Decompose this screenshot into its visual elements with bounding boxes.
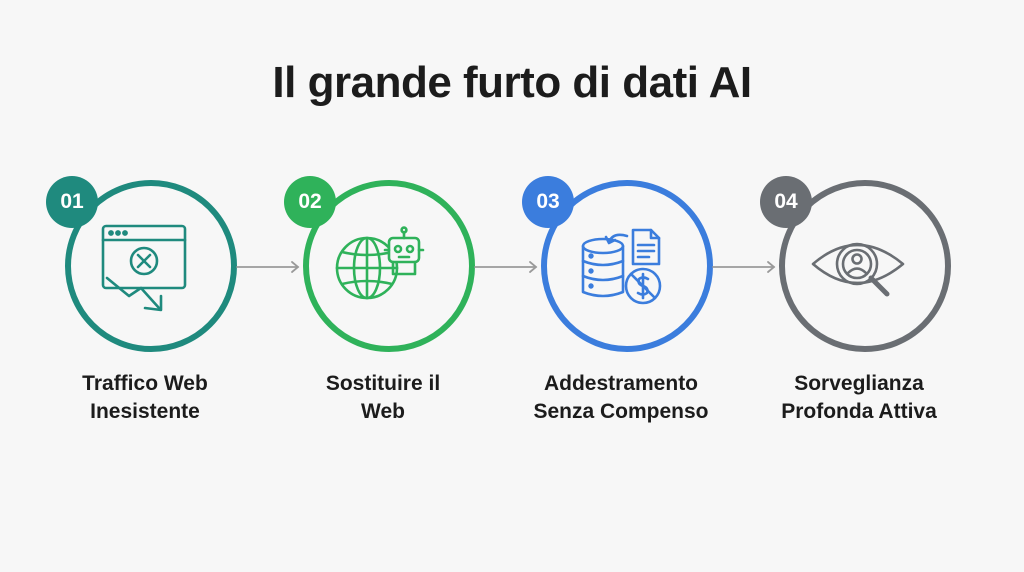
step-3-badge: 03	[522, 176, 574, 228]
arrow-3-4	[712, 261, 776, 273]
page-title: Il grande furto di dati AI	[272, 58, 752, 107]
step-4-label: Sorveglianza Profonda Attiva	[744, 370, 974, 426]
step-1-label-line2: Inesistente	[90, 400, 200, 423]
arrow-1-2	[236, 261, 300, 273]
arrow-2-3	[474, 261, 538, 273]
step-2-label: Sostituire il Web	[268, 370, 498, 426]
step-1-label-line1: Traffico Web	[82, 372, 208, 395]
step-4-label-line1: Sorveglianza	[794, 372, 924, 395]
step-2-ring	[303, 180, 475, 352]
database-no-payment-icon	[581, 228, 662, 305]
step-4-badge: 04	[760, 176, 812, 228]
step-1-badge: 01	[46, 176, 98, 228]
step-2-badge: 02	[284, 176, 336, 228]
step-2-label-line2: Web	[361, 400, 405, 423]
step-3-label-line2: Senza Compenso	[533, 400, 709, 423]
step-4-label-line2: Profonda Attiva	[781, 400, 937, 423]
eye-surveillance-icon	[811, 242, 905, 297]
globe-robot-icon	[335, 226, 425, 300]
step-1-label: Traffico Web Inesistente	[30, 370, 260, 426]
step-3-label: Addestramento Senza Compenso	[506, 370, 736, 426]
browser-traffic-decline-icon	[101, 224, 187, 312]
step-4-ring	[779, 180, 951, 352]
step-2-label-line1: Sostituire il	[325, 372, 441, 395]
step-3-label-line1: Addestramento	[543, 372, 699, 395]
step-3-ring	[541, 180, 713, 352]
step-1-ring	[65, 180, 237, 352]
